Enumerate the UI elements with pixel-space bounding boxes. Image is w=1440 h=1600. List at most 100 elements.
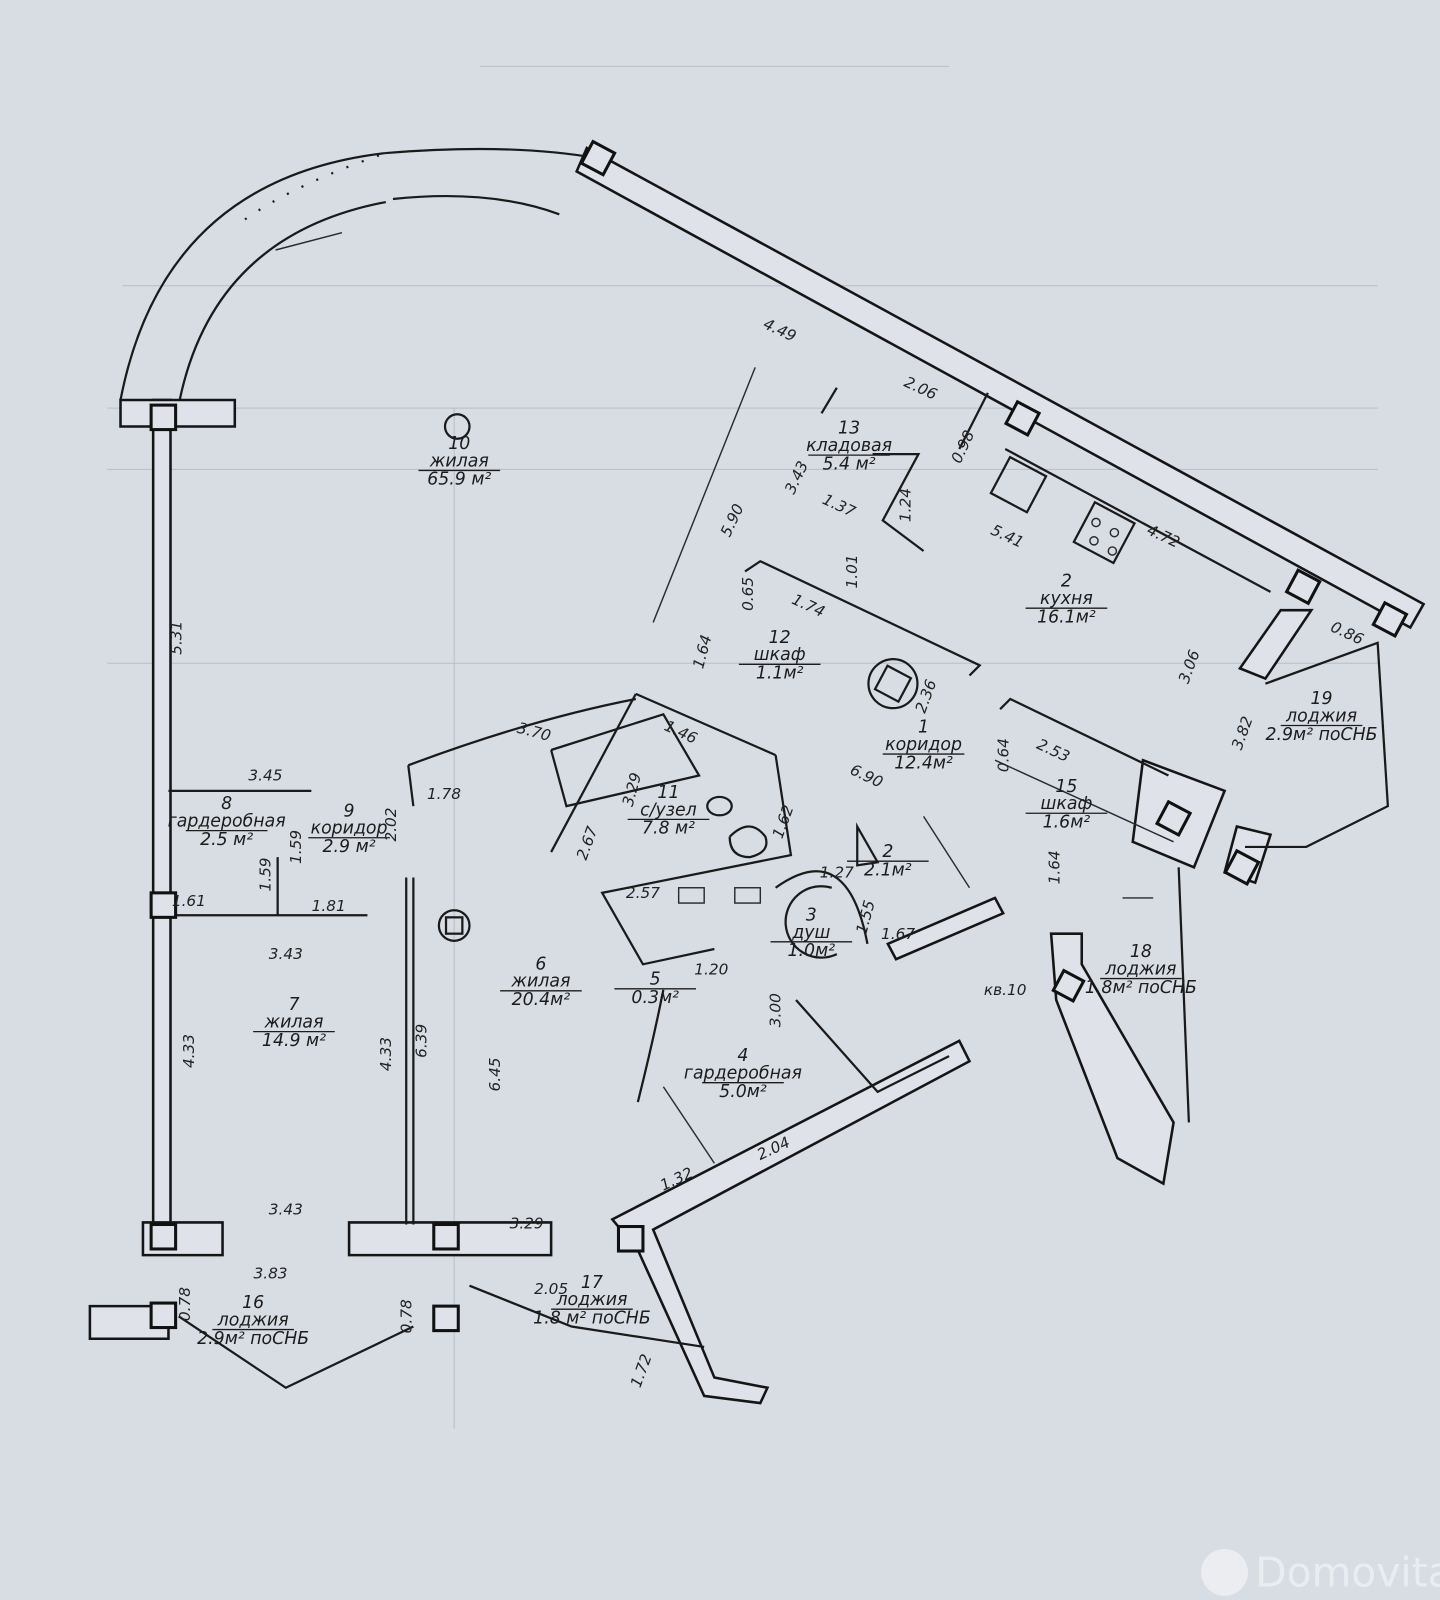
- dimension-label: 1.72: [627, 1352, 656, 1390]
- room-name: кладовая: [806, 436, 892, 456]
- room-name: лоджия: [1285, 706, 1357, 726]
- room-name: с/узел: [640, 800, 697, 820]
- dimension-label: 3.45: [248, 767, 282, 785]
- room-area: 5.4 м²: [823, 454, 876, 474]
- watermark-text: Domovita: [1255, 1549, 1440, 1597]
- dimension-label: 1.59: [257, 857, 275, 891]
- dimension-label: 3.43: [269, 945, 303, 963]
- dimension-label: 1.64: [689, 633, 715, 671]
- dimension-label: 5.31: [168, 621, 186, 655]
- room-num: 18: [1130, 942, 1152, 962]
- sink-icon: [989, 455, 1048, 514]
- fixtures: [437, 413, 1137, 959]
- dimension-label: 6.39: [413, 1024, 431, 1058]
- room-name: душ: [791, 923, 830, 943]
- dimension-label: 1.59: [287, 830, 305, 864]
- room-area: 20.4м²: [512, 990, 571, 1010]
- room-name: кухня: [1040, 589, 1093, 609]
- dimension-label: 0.65: [739, 577, 757, 611]
- dimension-label: 0.98: [948, 427, 979, 466]
- room-area: 1.0м²: [788, 941, 836, 961]
- room-num: 5: [650, 970, 661, 990]
- room-num: 19: [1310, 689, 1332, 709]
- room-name: коридор: [311, 819, 388, 839]
- dimension-label: 2.67: [573, 824, 602, 862]
- room-area: 12.4м²: [894, 753, 953, 773]
- dimension-label: 0.78: [176, 1287, 194, 1321]
- dimension-label: 4.49: [761, 315, 799, 346]
- room-name: лоджия: [555, 1290, 627, 1310]
- room-num: 11: [657, 783, 679, 803]
- room-area: 65.9 м²: [427, 470, 491, 490]
- dimension-label: 6.45: [486, 1057, 504, 1091]
- dimension-label: 2.02: [382, 807, 400, 841]
- background-faint-lines: [107, 65, 1378, 1429]
- room-num: 4: [737, 1046, 748, 1066]
- dimension-label: 3.43: [781, 458, 812, 496]
- room-num: 10: [448, 434, 470, 454]
- dimension-label: 0.64: [994, 738, 1012, 772]
- dimension-label: 3.70: [515, 719, 553, 745]
- room-area: 2.9м² поСНБ: [1266, 725, 1378, 745]
- room-area: 1.1м²: [756, 664, 804, 684]
- dimension-label: 2.57: [626, 884, 660, 902]
- dimension-label: 1.37: [820, 490, 859, 521]
- dimension-label: 5.90: [717, 501, 748, 539]
- room-area: 5.0м²: [719, 1082, 767, 1102]
- watermark-logo-icon: [1201, 1548, 1249, 1596]
- dimension-label: 1.20: [694, 960, 728, 978]
- dimension-label: 4.33: [377, 1037, 395, 1071]
- dimension-label: 3.06: [1175, 647, 1204, 685]
- apartment-label: кв.10: [984, 981, 1027, 999]
- shower-icon: [784, 885, 838, 959]
- room-name: жилая: [429, 451, 489, 471]
- room-name: гардеробная: [684, 1064, 802, 1084]
- room-name: шкаф: [1041, 794, 1093, 814]
- room-num: 8: [221, 794, 232, 814]
- room-name: жилая: [263, 1013, 323, 1033]
- dimension-label: 1.27: [820, 864, 854, 882]
- dimension-label: 1.24: [896, 488, 914, 522]
- washbasin-icon: [728, 825, 768, 859]
- interior-walls: [168, 367, 1390, 1390]
- column-circle-icon: [443, 413, 471, 440]
- room-num: 17: [581, 1273, 603, 1293]
- room-num: 13: [838, 419, 860, 439]
- room-area: 16.1м²: [1037, 607, 1096, 627]
- room-label: 50.3м²: [614, 970, 697, 1008]
- room-name: коридор: [885, 735, 962, 755]
- columns: [149, 139, 1409, 1333]
- watermark: Domovita: [1201, 1549, 1440, 1597]
- dimension-label: 5.41: [988, 521, 1026, 552]
- shaft-icon: [437, 909, 471, 942]
- dimension-label: 2.05: [534, 1280, 568, 1298]
- dimension-label: 2.06: [901, 373, 940, 404]
- dimension-label: 1.67: [881, 925, 915, 943]
- room-name: лоджия: [1104, 959, 1176, 979]
- room-num: 2: [882, 842, 893, 862]
- room-area: 14.9 м²: [262, 1031, 326, 1051]
- room-area: 7.8 м²: [642, 819, 695, 839]
- room-num: 6: [535, 954, 546, 974]
- room-name: лоджия: [217, 1311, 289, 1331]
- room-num: 3: [806, 905, 817, 925]
- dimension-label: 0.78: [397, 1299, 415, 1333]
- dimension-label: 3.43: [269, 1200, 303, 1218]
- dimension-label: 3.83: [253, 1265, 287, 1283]
- room-num: 12: [769, 628, 791, 648]
- dimension-label: 1.62: [769, 803, 798, 841]
- room-num: 2: [1061, 572, 1072, 592]
